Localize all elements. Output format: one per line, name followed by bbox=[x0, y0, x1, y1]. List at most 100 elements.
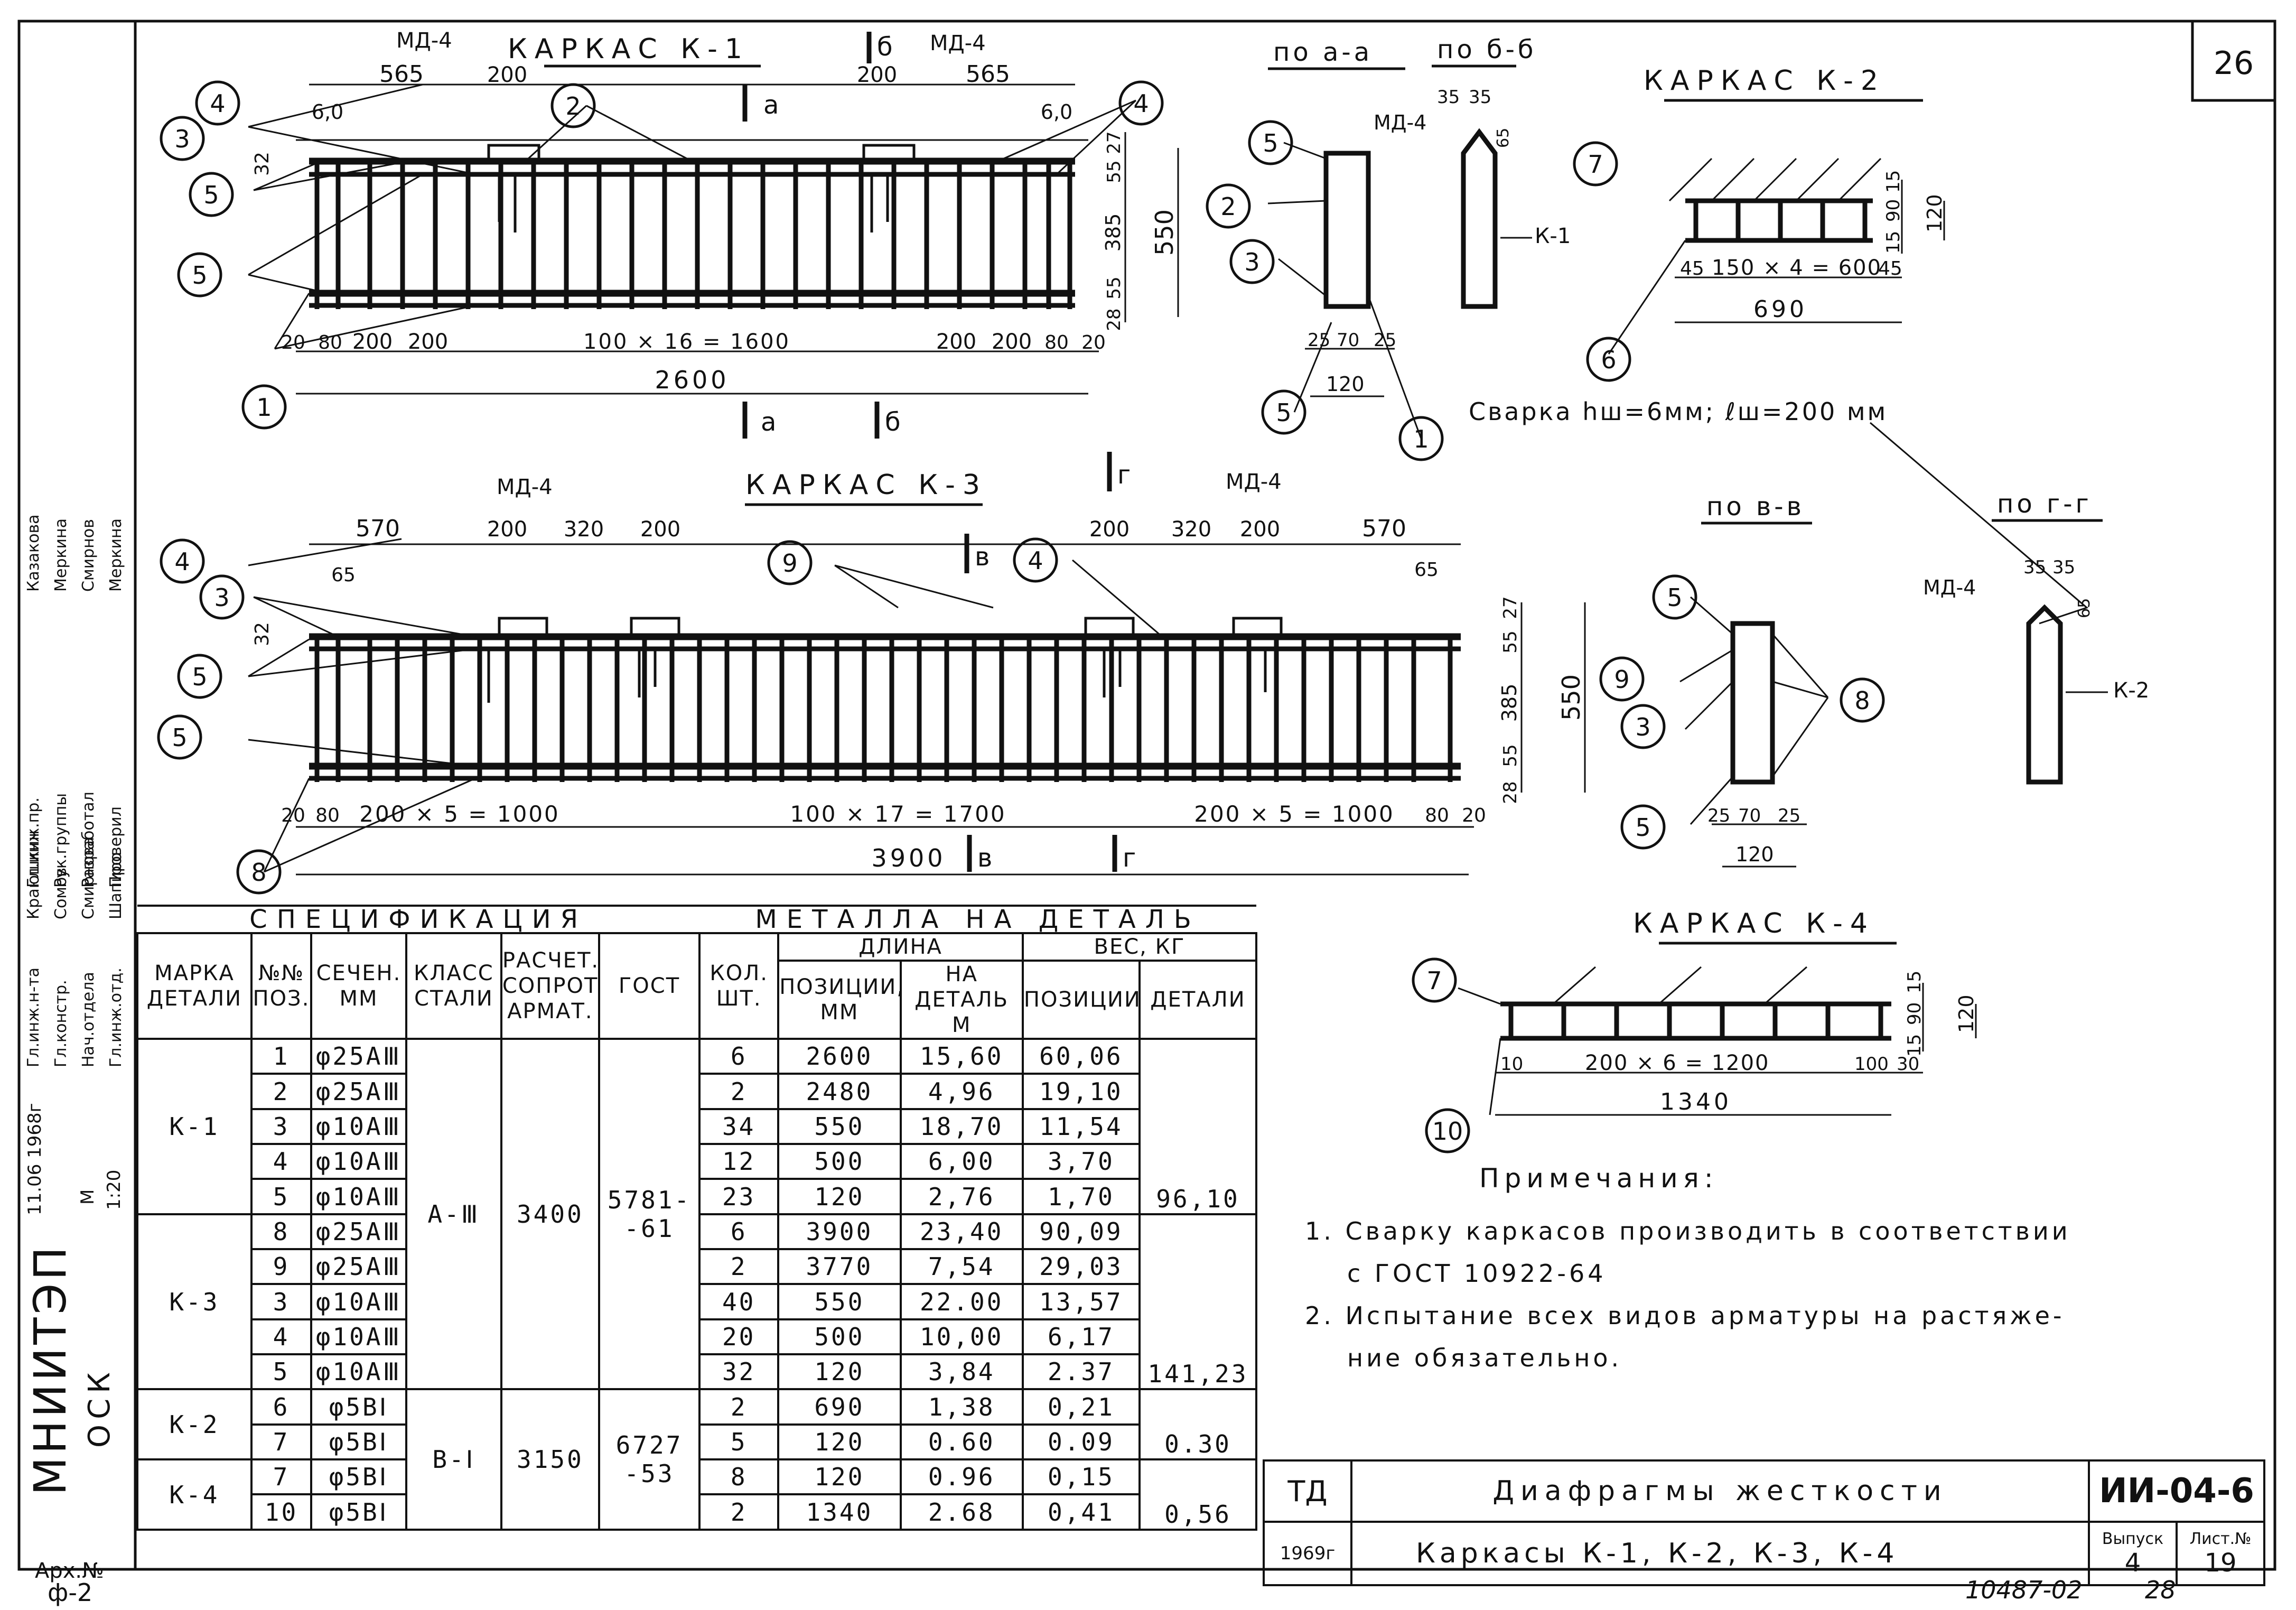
callout-circle bbox=[157, 714, 202, 760]
section: φ5BⅠ bbox=[310, 1458, 407, 1496]
weight-position: 0,15 bbox=[1021, 1458, 1141, 1496]
svg-text:28: 28 bbox=[1104, 308, 1125, 331]
svg-text:320: 320 bbox=[564, 517, 604, 542]
stamp-role: Проверил bbox=[107, 806, 125, 888]
svg-text:200: 200 bbox=[1089, 517, 1130, 542]
callout-circle bbox=[1398, 416, 1444, 461]
section: φ5BⅠ bbox=[310, 1493, 407, 1531]
svg-text:200 × 6 = 1200: 200 × 6 = 1200 bbox=[1585, 1051, 1769, 1075]
callout-circle bbox=[1620, 704, 1666, 749]
length-position: 690 bbox=[777, 1388, 902, 1426]
section: φ10AⅢ bbox=[310, 1178, 407, 1215]
weight-position: 0,41 bbox=[1021, 1493, 1141, 1531]
spec-title-left: СПЕЦИФИКАЦИЯ bbox=[137, 905, 700, 934]
svg-text:385: 385 bbox=[1498, 684, 1521, 722]
svg-text:МД-4: МД-4 bbox=[497, 475, 553, 499]
stamp-role: Рук.группы bbox=[52, 793, 70, 888]
position: 7 bbox=[250, 1458, 313, 1496]
frame-k4: КАРКАС К-4 15 90 15 120 10 200 × 6 = 120… bbox=[1458, 908, 1978, 1116]
stamp-role: Гл.констр. bbox=[52, 980, 70, 1067]
callout-label: 5 bbox=[1667, 583, 1682, 612]
position: 7 bbox=[250, 1423, 313, 1461]
svg-text:200 × 5 = 1000: 200 × 5 = 1000 bbox=[1194, 801, 1395, 827]
callout-circle bbox=[550, 83, 596, 128]
svg-text:70: 70 bbox=[1337, 330, 1359, 351]
weight-position: 90,09 bbox=[1021, 1213, 1141, 1251]
quantity: 12 bbox=[698, 1143, 780, 1180]
svg-text:200 × 5 = 1000: 200 × 5 = 1000 bbox=[359, 801, 560, 827]
tb-title-1: Диафрагмы жесткости bbox=[1350, 1459, 2090, 1523]
svg-text:20: 20 bbox=[281, 332, 305, 353]
sections-k3: по в-в по г-г 25 70 25 120 35 35 65 МД-4… bbox=[1679, 489, 2149, 868]
svg-text:80: 80 bbox=[1425, 805, 1449, 826]
length-position: 3770 bbox=[777, 1248, 902, 1286]
quantity: 8 bbox=[698, 1458, 780, 1496]
length-detail: 22.00 bbox=[899, 1283, 1024, 1320]
section: φ10AⅢ bbox=[310, 1143, 407, 1180]
svg-text:200: 200 bbox=[487, 63, 527, 87]
weight-detail: 0,56 bbox=[1138, 1458, 1258, 1531]
svg-text:1340: 1340 bbox=[1660, 1088, 1732, 1115]
svg-text:КАРКАС К-3: КАРКАС К-3 bbox=[745, 469, 987, 501]
svg-text:570: 570 bbox=[1362, 515, 1406, 542]
section: φ10AⅢ bbox=[310, 1353, 407, 1391]
callout-label: 4 bbox=[174, 547, 190, 576]
callout-label: 1 bbox=[1413, 425, 1429, 453]
callout-circle bbox=[1620, 804, 1666, 850]
callout-label: 5 bbox=[1635, 813, 1650, 842]
callout-label: 3 bbox=[174, 125, 190, 153]
length-position: 3900 bbox=[777, 1213, 902, 1251]
callout-label: 6 bbox=[1601, 346, 1616, 374]
weight-position: 2.37 bbox=[1021, 1353, 1141, 1391]
quantity: 6 bbox=[698, 1037, 780, 1075]
section: φ10AⅢ bbox=[310, 1318, 407, 1356]
tb-sheet: Лист.№ 19 bbox=[2176, 1521, 2265, 1586]
svg-text:90: 90 bbox=[1883, 199, 1904, 222]
svg-text:200: 200 bbox=[408, 330, 448, 354]
tb-title-2: Каркасы К-1, К-2, К-3, К-4 bbox=[1350, 1521, 2090, 1586]
callout-circle bbox=[160, 538, 205, 584]
frame-k2: КАРКАС К-2 15 90 15 120 45 150 × 4 = 600… bbox=[1608, 65, 1946, 355]
weight-position: 11,54 bbox=[1021, 1108, 1141, 1146]
section: φ25AⅢ bbox=[310, 1073, 407, 1110]
callout-circle bbox=[1261, 389, 1306, 435]
svg-text:100 × 16 = 1600: 100 × 16 = 1600 bbox=[583, 330, 790, 354]
callout-circle bbox=[1118, 80, 1164, 126]
quantity: 40 bbox=[698, 1283, 780, 1320]
svg-text:55: 55 bbox=[1500, 744, 1521, 767]
sheet-number: 26 bbox=[2214, 45, 2254, 82]
svg-text:80: 80 bbox=[1044, 332, 1069, 353]
stamp-name: Смирнов bbox=[79, 519, 98, 592]
weight-position: 0.09 bbox=[1021, 1423, 1141, 1461]
length-detail: 6,00 bbox=[899, 1143, 1024, 1180]
position: 1 bbox=[250, 1037, 313, 1075]
note-1-line-1: 1. Сварку каркасов производить в соответ… bbox=[1305, 1217, 2071, 1245]
callout-label: 5 bbox=[192, 261, 207, 290]
section: φ10AⅢ bbox=[310, 1108, 407, 1146]
svg-text:200: 200 bbox=[992, 330, 1032, 354]
svg-text:32: 32 bbox=[251, 152, 273, 176]
footer-archive: 10487-02 bbox=[1965, 1576, 2082, 1604]
svg-text:а: а bbox=[763, 90, 779, 120]
stamp-role: Разработал bbox=[79, 792, 98, 888]
svg-text:200: 200 bbox=[487, 517, 527, 542]
callout-circle bbox=[1206, 183, 1251, 229]
svg-text:100: 100 bbox=[1854, 1054, 1889, 1075]
svg-text:27: 27 bbox=[1104, 131, 1125, 154]
svg-text:200: 200 bbox=[936, 330, 976, 354]
callout-circle bbox=[1412, 957, 1457, 1003]
detail-mark: К-4 bbox=[136, 1458, 253, 1531]
callout-circle bbox=[241, 384, 287, 430]
quantity: 6 bbox=[698, 1213, 780, 1251]
note-1-line-2: с ГОСТ 10922-64 bbox=[1347, 1259, 1607, 1288]
tb-td: ТД bbox=[1263, 1459, 1352, 1523]
callout-circle bbox=[1652, 574, 1697, 620]
svg-text:6,0: 6,0 bbox=[312, 100, 343, 124]
section: φ5BⅠ bbox=[310, 1423, 407, 1461]
stamp-name: Казакова bbox=[24, 514, 43, 592]
